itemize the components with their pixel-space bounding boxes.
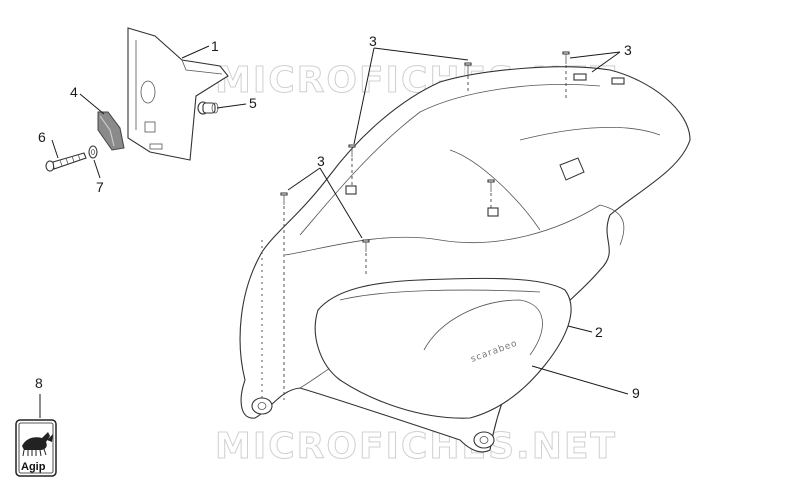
assembly-lines [261, 65, 567, 400]
part-9-side-cover: scarabeo [314, 277, 572, 419]
callout-labels: 1 2 3 3 3 4 5 6 7 8 9 [35, 33, 640, 401]
callout-6: 6 [38, 129, 46, 145]
callout-4: 4 [70, 84, 78, 100]
agip-badge-text: Agip [21, 461, 46, 473]
part-8-agip-sticker: Agip [15, 419, 57, 477]
callout-3c: 3 [317, 153, 325, 169]
part-3-screws [280, 51, 570, 252]
part-6-screw [45, 152, 87, 172]
six-legged-dog-logo-icon [22, 432, 53, 457]
callout-2: 2 [595, 324, 603, 340]
callout-9: 9 [632, 385, 640, 401]
part-4-clip [97, 111, 125, 151]
callout-3a: 3 [369, 33, 377, 49]
callout-5: 5 [249, 95, 257, 111]
part-1-bracket [127, 27, 229, 161]
callout-3b: 3 [624, 42, 632, 58]
callout-8: 8 [35, 375, 43, 391]
watermark-bottom: MICROFICHES.NET [215, 426, 617, 467]
part-7-washer [88, 145, 98, 159]
callout-7: 7 [96, 179, 104, 195]
callout-1: 1 [211, 38, 219, 54]
part-5-grommet [197, 101, 219, 115]
leader-lines [39, 45, 629, 418]
